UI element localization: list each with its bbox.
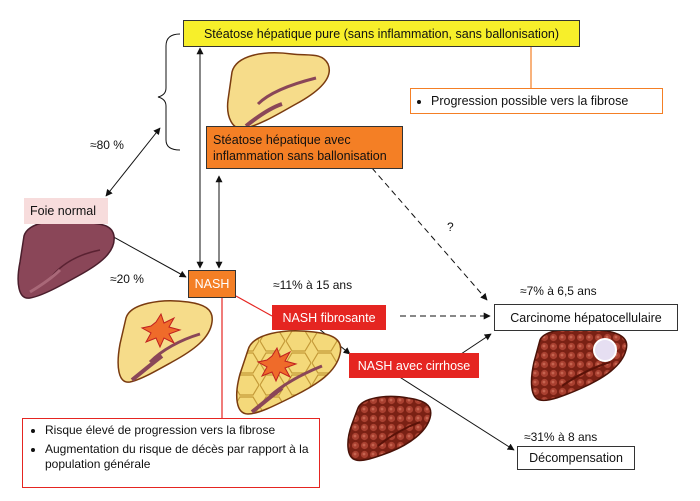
steatosis-pure-box: Stéatose hépatique pure (sans inflammati…: [183, 20, 580, 47]
nash-notes-box: Risque élevé de progression vers la fibr…: [22, 418, 320, 488]
nash-note-1: Risque élevé de progression vers la fibr…: [45, 423, 311, 438]
normal-liver-label: Foie normal: [30, 204, 96, 218]
nash-cirrhosis-label: NASH avec cirrhose: [357, 358, 471, 373]
decompensation-box: Décompensation: [517, 446, 635, 470]
progression-note-box: Progression possible vers la fibrose: [410, 88, 663, 114]
steatosis-inflammation-label: Stéatose hépatique avec inflammation san…: [213, 132, 387, 163]
nash-label: NASH: [194, 277, 230, 291]
normal-liver-box: Foie normal: [24, 198, 108, 224]
arrow-normal-steatosis: [105, 127, 161, 197]
arrow-cirrhose-decomp: [397, 375, 515, 451]
liver-fibrosing-image: [235, 330, 342, 415]
arrow-inflam-carcinome: [371, 167, 488, 301]
steatosis-pure-label: Stéatose hépatique pure (sans inflammati…: [203, 26, 560, 41]
bracket: [157, 33, 181, 151]
label-fibrosis-rate: ≈11% à 15 ans: [273, 278, 353, 292]
liver-carcinoma-image: [530, 327, 628, 402]
label-question-mark: ?: [447, 220, 454, 234]
nash-fibrosing-label: NASH fibrosante: [282, 310, 376, 325]
nash-fibrosing-box: NASH fibrosante: [272, 305, 386, 330]
carcinoma-label: Carcinome hépatocellulaire: [510, 310, 662, 325]
label-20-percent: ≈20 %: [110, 272, 144, 286]
liver-cirrhosis-image: [347, 395, 432, 462]
progression-note-text: Progression possible vers la fibrose: [431, 94, 628, 108]
steatosis-inflammation-box: Stéatose hépatique avec inflammation san…: [206, 126, 403, 169]
decompensation-label: Décompensation: [529, 451, 623, 465]
connector-nash-fibrosante: [235, 295, 273, 317]
label-80-percent: ≈80 %: [90, 138, 124, 152]
liver-nash-image: [117, 300, 213, 383]
label-carcinoma-rate: ≈7% à 6,5 ans: [520, 284, 597, 298]
liver-steatosis-pure-image: [226, 52, 330, 130]
nash-box: NASH: [188, 270, 236, 298]
carcinoma-box: Carcinome hépatocellulaire: [494, 304, 678, 331]
liver-normal-image: [17, 219, 115, 299]
nash-cirrhosis-box: NASH avec cirrhose: [349, 353, 479, 378]
label-decompensation-rate: ≈31% à 8 ans: [524, 430, 598, 444]
nash-note-2: Augmentation du risque de décès par rapp…: [45, 442, 311, 472]
